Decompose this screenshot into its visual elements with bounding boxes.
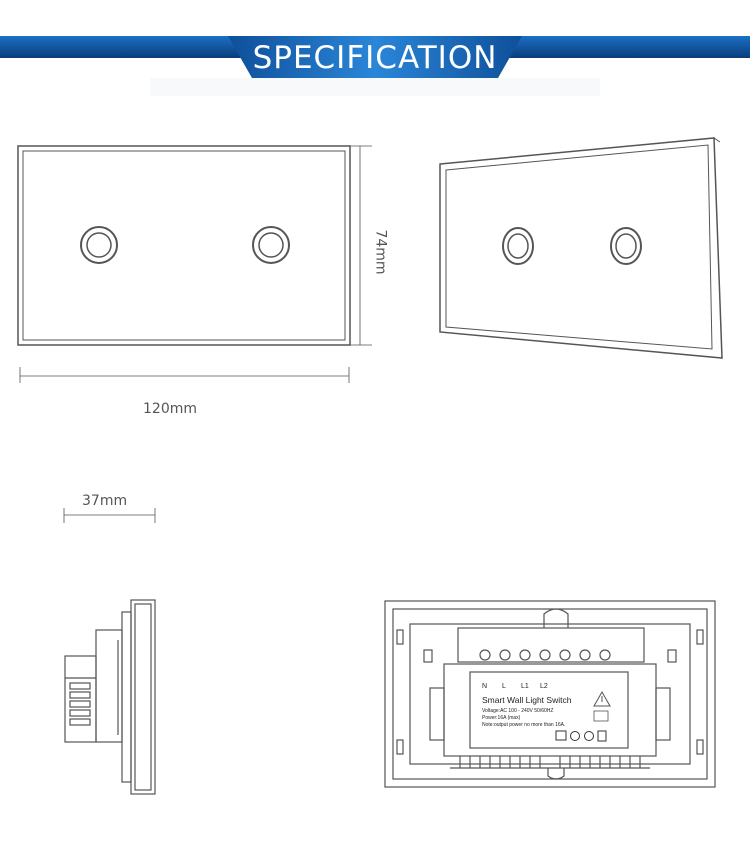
rear-label-voltage: Voltage:AC 100 - 240V 50/60HZ [482, 708, 553, 714]
terminal-l2: L2 [540, 683, 548, 690]
banner-graphic [0, 36, 750, 96]
depth-dimension [63, 508, 156, 523]
height-dimension-label: 74mm [372, 229, 389, 275]
terminal-l1: L1 [521, 683, 529, 690]
rear-label-note: Note:output power no more than 16A. [482, 722, 565, 728]
terminal-n: N [482, 683, 487, 690]
front-view [17, 145, 372, 383]
rear-view [384, 600, 716, 788]
depth-dimension-label: 37mm [82, 493, 128, 509]
rear-label-title: Smart Wall Light Switch [482, 695, 572, 705]
specification-banner: SPECIFICATION [0, 0, 750, 100]
width-dimension-label: 120mm [143, 401, 197, 417]
rear-label-power: Power:16A (max) [482, 715, 521, 721]
terminal-l: L [502, 683, 506, 690]
side-view [64, 599, 156, 795]
rear-label: N L L1 L2 Smart Wall Light Switch Voltag… [482, 683, 572, 728]
perspective-view [439, 137, 723, 359]
certification-icons [555, 730, 607, 742]
banner-title: SPECIFICATION [252, 40, 498, 76]
